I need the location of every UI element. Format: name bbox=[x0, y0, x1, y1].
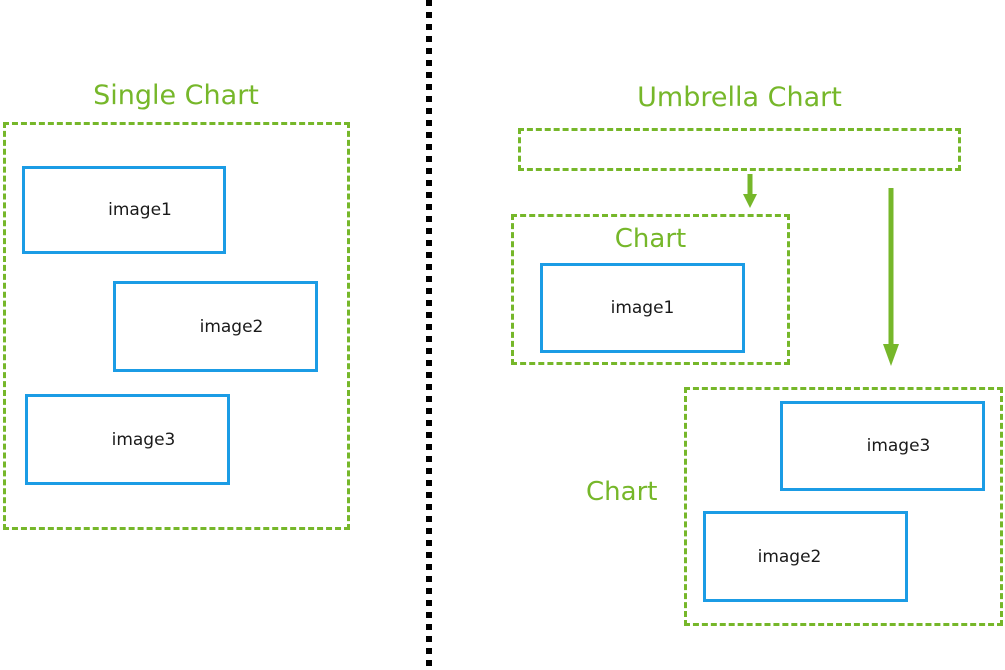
image-box-image1-left[interactable]: image1 bbox=[22, 166, 226, 254]
left-panel-title: Single Chart bbox=[93, 80, 259, 111]
image-box-image3-left[interactable]: image3 bbox=[25, 394, 230, 485]
chart-container-1 bbox=[511, 214, 790, 365]
chart-container-2 bbox=[684, 387, 1003, 626]
umbrella-chart-label bbox=[521, 131, 958, 168]
image-box-label: image3 bbox=[111, 429, 176, 450]
umbrella-chart-container bbox=[518, 128, 961, 171]
vertical-dotted-divider bbox=[426, 0, 432, 670]
short-down-arrow bbox=[740, 174, 760, 210]
image-box-label: image1 bbox=[108, 200, 172, 220]
chart-label-1: Chart bbox=[614, 224, 687, 254]
right-panel-title: Umbrella Chart bbox=[637, 82, 842, 113]
image-box-label: image1 bbox=[610, 298, 675, 318]
long-down-arrow bbox=[880, 188, 902, 368]
image-box-image2-right[interactable]: image2 bbox=[703, 511, 908, 602]
single-chart-container bbox=[3, 122, 350, 530]
image-box-label: image3 bbox=[866, 436, 931, 456]
image-box-image3-right[interactable]: image3 bbox=[780, 401, 985, 491]
image-box-label: image2 bbox=[199, 316, 264, 337]
image-box-image2-left[interactable]: image2 bbox=[113, 281, 318, 372]
chart-label-2: Chart bbox=[586, 477, 658, 507]
image-box-label: image2 bbox=[757, 546, 822, 567]
image-box-image1-right[interactable]: image1 bbox=[540, 263, 745, 353]
